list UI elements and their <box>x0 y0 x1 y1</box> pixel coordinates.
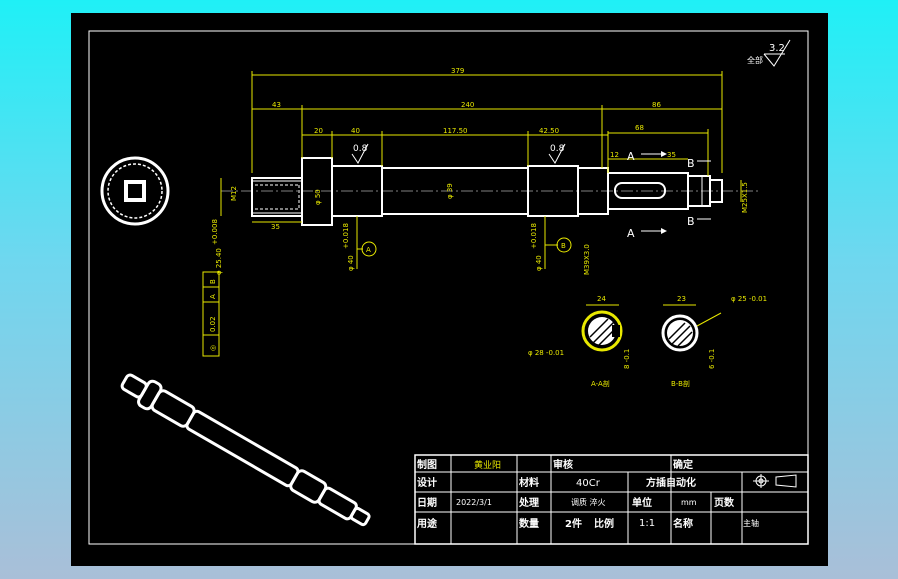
datum-a: A <box>357 241 377 257</box>
svg-text:确定: 确定 <box>673 458 693 471</box>
projection-symbol <box>753 474 797 488</box>
svg-text:8 -0.1: 8 -0.1 <box>623 349 631 369</box>
svg-text:6 -0.1: 6 -0.1 <box>708 349 716 369</box>
svg-text:φ 40: φ 40 <box>347 255 355 271</box>
svg-text:数量: 数量 <box>519 517 539 530</box>
svg-text:名称: 名称 <box>673 517 693 530</box>
drawing-sheet: 全部 3.2 379 43 240 <box>71 13 828 566</box>
section-a: 24 φ 28 -0.01 8 -0.1 A-A剖 <box>528 295 631 388</box>
svg-text:1:1: 1:1 <box>639 518 655 529</box>
svg-text:+0.018: +0.018 <box>530 223 538 249</box>
svg-text:35: 35 <box>667 151 676 159</box>
svg-text:20: 20 <box>314 127 323 135</box>
svg-text:+0.018: +0.018 <box>342 223 350 249</box>
surface-finish-note: 全部 3.2 <box>747 39 791 67</box>
dim-overall: 379 <box>451 67 464 75</box>
svg-text:φ 50: φ 50 <box>314 189 322 205</box>
svg-text:A: A <box>366 246 371 254</box>
svg-text:68: 68 <box>635 124 644 132</box>
dimensions: 379 43 240 86 20 40 117.50 42.50 68 12 3… <box>211 67 749 275</box>
datum-b: B <box>545 237 572 253</box>
svg-text:2件: 2件 <box>565 517 582 530</box>
svg-text:A-A剖: A-A剖 <box>591 379 610 388</box>
svg-text:2022/3/1: 2022/3/1 <box>456 498 492 507</box>
keyway-slot <box>614 182 666 199</box>
svg-text:117.50: 117.50 <box>443 127 468 135</box>
svg-text:B: B <box>209 279 217 284</box>
svg-text:24: 24 <box>597 295 606 303</box>
isometric-view <box>120 373 371 527</box>
svg-text:0.8: 0.8 <box>353 144 368 154</box>
svg-text:mm: mm <box>681 498 697 507</box>
svg-text:+0.008: +0.008 <box>211 219 219 245</box>
svg-text:B: B <box>687 157 695 170</box>
svg-text:240: 240 <box>461 101 474 109</box>
svg-text:40: 40 <box>351 127 360 135</box>
svg-text:φ 40: φ 40 <box>535 255 543 271</box>
svg-text:日期: 日期 <box>417 496 437 509</box>
svg-text:12: 12 <box>610 151 619 159</box>
svg-text:M25X1.5: M25X1.5 <box>741 182 749 213</box>
shaft-front-view <box>251 157 723 226</box>
svg-text:86: 86 <box>652 101 661 109</box>
svg-text:B: B <box>687 215 695 228</box>
svg-text:A: A <box>209 294 217 299</box>
svg-text:全部: 全部 <box>747 55 763 65</box>
svg-text:A: A <box>627 150 635 163</box>
section-b: 23 φ 25 -0.01 6 -0.1 B-B剖 <box>661 295 767 388</box>
svg-text:制图: 制图 <box>417 458 437 471</box>
svg-text:◎: ◎ <box>209 345 217 351</box>
svg-text:3.2: 3.2 <box>769 43 785 54</box>
svg-text:审核: 审核 <box>553 458 573 471</box>
end-view <box>100 156 170 226</box>
shaft-left-end <box>251 177 303 217</box>
svg-text:比例: 比例 <box>594 517 614 530</box>
svg-text:方插自动化: 方插自动化 <box>646 476 696 489</box>
svg-text:40Cr: 40Cr <box>576 478 601 489</box>
svg-text:φ 25.40: φ 25.40 <box>215 248 223 275</box>
svg-text:调质 淬火: 调质 淬火 <box>571 497 606 507</box>
section-markers: A A B B <box>627 150 711 240</box>
tolerance-frame: ◎ 0.02 A B <box>202 271 220 357</box>
svg-text:0.02: 0.02 <box>209 316 217 332</box>
svg-text:单位: 单位 <box>632 496 652 509</box>
svg-text:设计: 设计 <box>417 476 437 489</box>
svg-text:黄业阳: 黄业阳 <box>474 459 501 471</box>
svg-text:B: B <box>561 242 566 250</box>
svg-text:B-B剖: B-B剖 <box>671 379 690 388</box>
svg-text:0.8: 0.8 <box>550 144 565 154</box>
svg-text:35: 35 <box>271 223 280 231</box>
svg-text:用途: 用途 <box>416 517 438 530</box>
svg-text:材料: 材料 <box>519 476 539 489</box>
svg-text:主轴: 主轴 <box>743 518 759 528</box>
cad-drawing: 全部 3.2 379 43 240 <box>88 30 809 545</box>
svg-text:43: 43 <box>272 101 281 109</box>
svg-text:页数: 页数 <box>714 496 735 509</box>
svg-text:φ 28 -0.01: φ 28 -0.01 <box>528 349 564 357</box>
svg-text:处理: 处理 <box>518 496 539 509</box>
title-block: 制图 黄业阳 审核 确定 设计 材料 40Cr 方插自动化 日期 2022/3/… <box>414 454 809 545</box>
svg-text:A: A <box>627 227 635 240</box>
svg-text:M12: M12 <box>230 186 238 201</box>
svg-text:φ 39: φ 39 <box>446 183 454 199</box>
svg-text:23: 23 <box>677 295 686 303</box>
drawing-border <box>88 30 809 545</box>
svg-text:M39X3.0: M39X3.0 <box>583 244 591 275</box>
svg-text:φ 25 -0.01: φ 25 -0.01 <box>731 295 767 303</box>
svg-text:42.50: 42.50 <box>539 127 559 135</box>
